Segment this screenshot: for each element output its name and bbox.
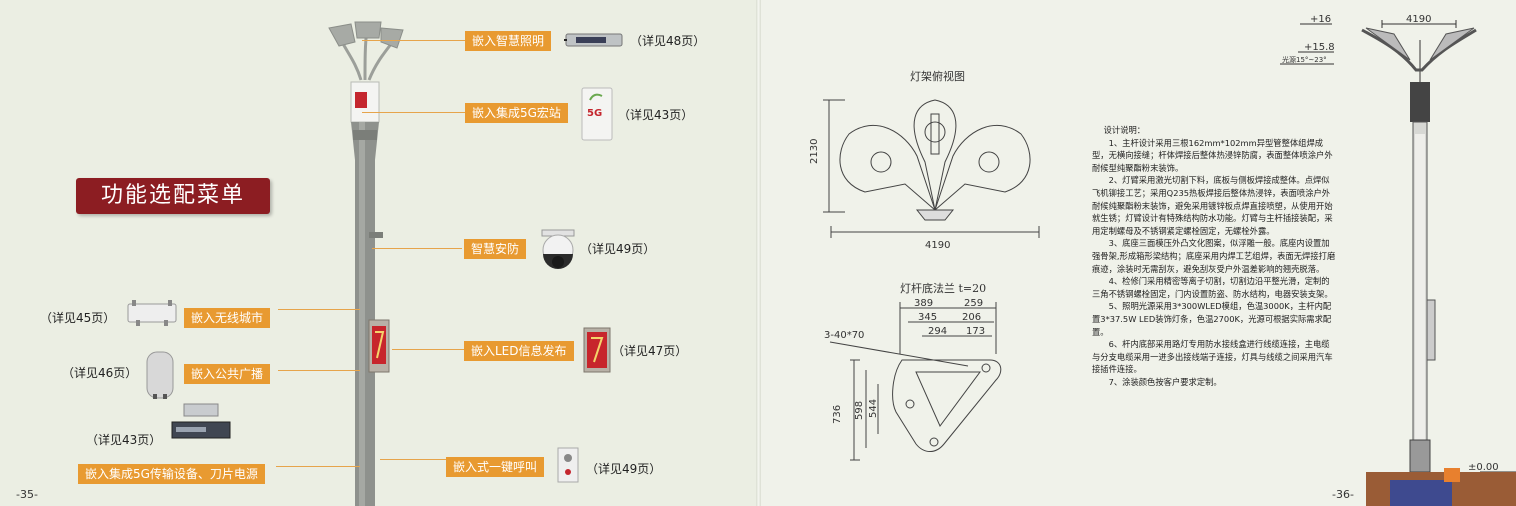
top-view-width-dim: 4190 [925, 240, 950, 251]
top-view-height-dim: 2130 [809, 139, 820, 164]
module-tag-wireless-city: 嵌入无线城市 [184, 308, 271, 328]
leader-line [278, 309, 360, 310]
flange-dim-544: 544 [868, 399, 879, 418]
leader-line [380, 459, 446, 460]
flange-dim-259: 259 [964, 298, 983, 309]
module-tag-one-key-call: 嵌入式一键呼叫 [446, 457, 545, 477]
top-view-title: 灯架俯视图 [910, 70, 965, 83]
flange-dim-736: 736 [832, 405, 843, 424]
module-tag-5g-station: 嵌入集成5G宏站 [465, 103, 568, 123]
elevation-level-top: +16 [1310, 14, 1331, 25]
security-camera-icon [541, 229, 575, 269]
pole-elevation-drawing: +16 +15.8 光源15°~23° 4190 ±0.00 [1280, 14, 1516, 506]
leader-line [278, 370, 360, 371]
flange-hole-dim: 3-40*70 [824, 330, 864, 341]
design-notes: 设计说明： 1、主杆设计采用三根162mm*102mm异型管整体组焊成型，无横向… [1092, 124, 1337, 388]
led-screen-icon [583, 327, 611, 373]
flange-title: 灯杆底法兰 t=20 [900, 282, 987, 295]
flange-dim-206: 206 [962, 312, 981, 323]
flange-dim-345: 345 [918, 312, 937, 323]
module-ref-5g-transmission: （详见43页） [86, 433, 162, 447]
module-ref-broadcast: （详见46页） [62, 366, 138, 380]
module-ref-one-key-call: （详见49页） [586, 462, 662, 476]
module-ref-security: （详见49页） [580, 242, 656, 256]
module-ref-led-info: （详见47页） [612, 344, 688, 358]
module-tag-led-info: 嵌入LED信息发布 [464, 341, 574, 361]
note-item: 5、照明光源采用3*300WLED模组，色温3000K，主杆内配置3*37.5W… [1092, 301, 1332, 337]
note-item: 7、涂装颜色按客户要求定制。 [1108, 376, 1222, 387]
note-item: 4、检修门采用精密等离子切割，切割边沿平整光滑，定制的三角不锈钢螺栓固定，门内设… [1092, 276, 1333, 299]
page-spine [756, 0, 761, 506]
page-number-right: -36- [1332, 488, 1354, 501]
module-ref-wireless-city: （详见45页） [40, 311, 116, 325]
module-tag-broadcast: 嵌入公共广播 [184, 364, 271, 384]
5g-router-icon: 5G [581, 87, 613, 141]
leader-line [362, 112, 466, 113]
module-ref-5g-station: （详见43页） [618, 108, 694, 122]
lighting-driver-icon [564, 33, 623, 47]
leader-line [392, 349, 464, 350]
module-tag-5g-transmission: 嵌入集成5G传输设备、刀片电源 [78, 464, 265, 484]
flange-dim-173: 173 [966, 326, 985, 337]
right-page [760, 0, 1516, 506]
module-tag-security: 智慧安防 [464, 239, 527, 259]
note-item: 6、杆内底部采用路灯专用防水接线盒进行线缆连接，主电缆与分支电缆采用一进多出接线… [1092, 339, 1333, 375]
elevation-angle: 光源15°~23° [1282, 55, 1327, 64]
leader-line [276, 466, 360, 467]
leader-line [372, 248, 462, 249]
elevation-width: 4190 [1406, 14, 1431, 25]
note-item: 1、主杆设计采用三根162mm*102mm异型管整体组焊成型，无横向接缝；杆体焊… [1092, 137, 1333, 173]
router-badge: 5G [587, 108, 602, 119]
speaker-icon [146, 351, 174, 399]
one-key-call-icon [557, 447, 579, 483]
note-item: 3、底座三面模压外凸文化图案，似浮雕一般。底座内设置加强骨架,形成箱形梁结构；底… [1092, 238, 1336, 274]
leader-line [362, 40, 466, 41]
flange-dim-598: 598 [854, 401, 865, 420]
elevation-ground-level: ±0.00 [1468, 462, 1499, 473]
pole-base-flange-drawing: 389 259 345 206 294 173 3-40*70 736 598 … [824, 298, 1002, 461]
page-number-left: -35- [16, 488, 38, 501]
module-ref-smart-lighting: （详见48页） [630, 34, 706, 48]
flange-dim-389: 389 [914, 298, 933, 309]
lamp-frame-top-view: 2130 4190 [809, 99, 1040, 251]
module-tag-smart-lighting: 嵌入智慧照明 [465, 31, 552, 51]
smart-pole-illustration [328, 21, 404, 506]
menu-title: 功能选配菜单 [76, 178, 270, 214]
flange-dim-294: 294 [928, 326, 947, 337]
wireless-ap-icon [127, 300, 177, 326]
notes-title: 设计说明： [1103, 125, 1146, 135]
note-item: 2、灯臂采用激光切割下料，底板与侧板焊接成整体。点焊似飞机铆接工艺；采用Q235… [1092, 175, 1333, 236]
elevation-level-mid: +15.8 [1304, 42, 1335, 53]
transmission-equipment-icon [171, 403, 231, 439]
